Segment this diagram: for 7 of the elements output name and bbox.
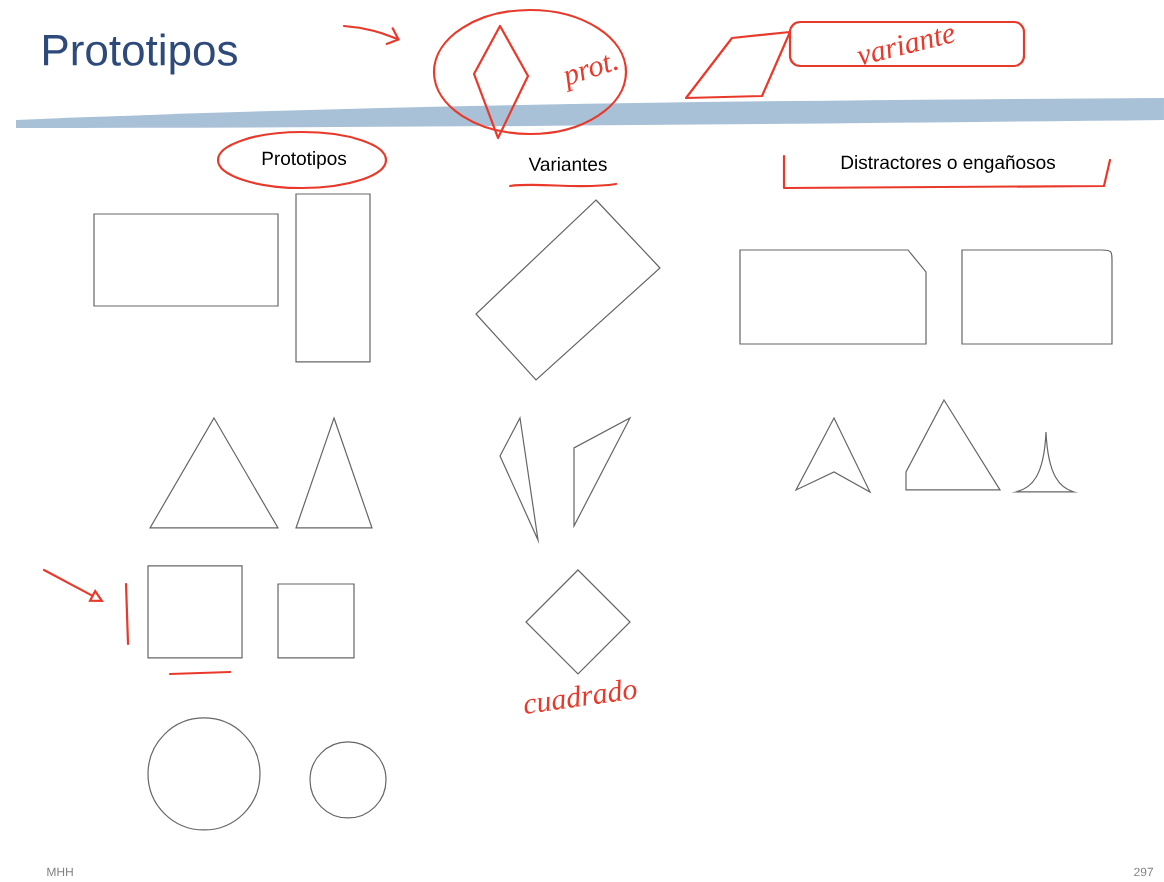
handwritten-note: variante <box>857 28 955 65</box>
handwritten-note: prot. <box>564 55 618 93</box>
column-heading: Distractores o engañosos <box>841 155 1055 173</box>
column-heading: Variantes <box>528 157 607 171</box>
handwritten-note: cuadrado <box>524 679 637 714</box>
column-heading: Prototipos <box>262 151 347 169</box>
slide-title: Prototipos <box>44 33 237 75</box>
